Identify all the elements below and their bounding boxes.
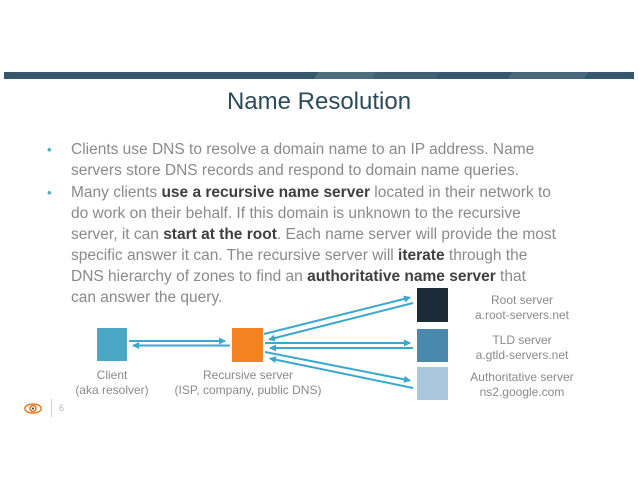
arrow-recursive-to-root [263,295,411,335]
top-accent-bar [4,72,634,79]
bullet-item: • Clients use DNS to resolve a domain na… [44,139,614,181]
node-label-title: Root server [490,293,554,307]
tld-server-node [417,329,448,362]
root-node-label: Root server a.root-servers.net [447,293,597,323]
bullet-item: • Many clients use a recursive name serv… [44,182,614,308]
node-label-title: TLD server [492,333,552,347]
bullet-marker: • [47,185,52,200]
client-node-label: Client (aka resolver) [42,368,182,398]
recursive-node-label: Recursive server (ISP, company, public D… [158,368,338,398]
node-label-subtitle: (aka resolver) [75,383,149,397]
recursive-server-node [232,328,263,362]
client-node [97,328,127,361]
bullet-list: • Clients use DNS to resolve a domain na… [44,139,614,308]
eye-logo-icon [24,403,42,414]
arrow-root-to-recursive [268,302,414,342]
node-label-title: Client [96,368,128,382]
page-title: Name Resolution [226,88,412,115]
root-server-node [417,288,448,322]
page-number: 6 [59,403,65,413]
node-label-subtitle: a.gtld-servers.net [475,348,569,362]
bullet-text: Clients use DNS to resolve a domain name… [71,141,535,179]
bullet-text: Many clients use a recursive name server… [71,184,556,306]
bullet-marker: • [47,142,52,157]
node-label-title: Recursive server [202,368,294,382]
footer-divider [51,399,52,417]
tld-node-label: TLD server a.gtld-servers.net [447,333,597,363]
node-label-subtitle: (ISP, company, public DNS) [174,383,322,397]
node-label-subtitle: a.root-servers.net [474,308,570,322]
authoritative-server-node [417,367,448,400]
node-label-subtitle: ns2.google.com [479,385,565,399]
node-label-title: Authoritative server [470,370,574,384]
authoritative-node-label: Authoritative server ns2.google.com [447,370,597,400]
